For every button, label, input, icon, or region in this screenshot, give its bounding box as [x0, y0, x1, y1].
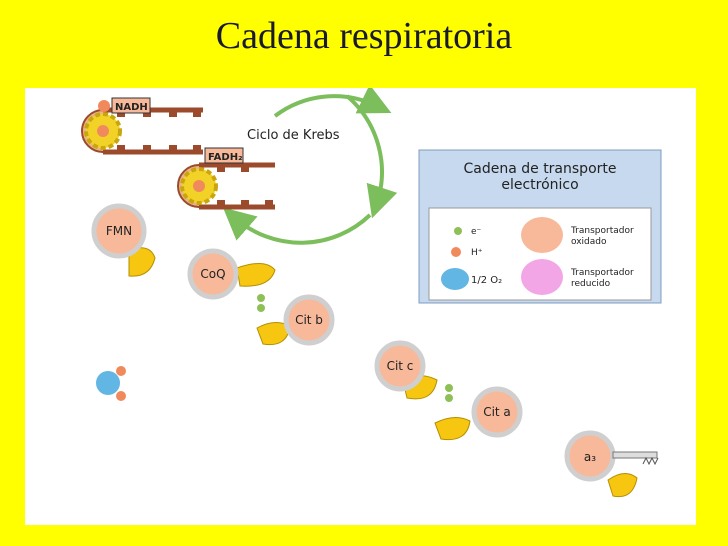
legend-oxidized-line1: Transportador — [570, 226, 634, 236]
a3-label: a₃ — [584, 450, 596, 464]
legend-reduced-line1: Transportador — [570, 268, 634, 278]
oxygen-proton-1 — [116, 366, 126, 376]
krebs-label: Ciclo de Krebs — [247, 128, 340, 143]
cit-a-circle — [471, 386, 523, 438]
a3-carrier: a₃ — [564, 430, 659, 498]
legend-title-line2: electrónico — [501, 177, 578, 193]
nadh-label: NADH — [115, 102, 148, 113]
nadh-track-teeth — [117, 110, 201, 152]
legend-proton-icon — [451, 247, 461, 257]
fmn-label: FMN — [106, 224, 132, 238]
legend-oxygen-icon — [441, 268, 469, 290]
cit-a-pacman — [434, 417, 471, 441]
legend-reduced-line2: reducido — [571, 279, 611, 289]
krebs-arrow-top — [273, 88, 392, 118]
fmn-circle — [91, 203, 147, 259]
legend: Cadena de transporte electrónico e⁻ H⁺ 1… — [418, 149, 662, 304]
coq-electron-2 — [257, 304, 265, 312]
a3-pacman — [607, 473, 638, 498]
nadh-tag — [111, 97, 151, 114]
fadh2-track-teeth — [217, 165, 273, 207]
cit-c-electron-1 — [445, 384, 453, 392]
legend-electron-label: e⁻ — [471, 227, 482, 237]
coq-circle — [187, 248, 239, 300]
nadh-proton — [98, 100, 110, 112]
krebs-cycle: Ciclo de Krebs — [222, 88, 398, 245]
legend-oxidized-icon — [521, 217, 563, 253]
oxygen-atom-icon — [96, 371, 120, 395]
cit-b-label: Cit b — [295, 313, 323, 327]
nadh-gear-center — [97, 125, 109, 137]
a3-rod — [612, 451, 658, 459]
fadh2-label: FADH₂ — [208, 152, 242, 163]
legend-title-line1: Cadena de transporte — [463, 161, 616, 177]
coq-electron-1 — [257, 294, 265, 302]
coq-label: CoQ — [200, 267, 225, 281]
fadh2-complex: FADH₂ — [177, 147, 275, 210]
fadh2-track — [199, 162, 275, 210]
cit-a-carrier: Cit a — [434, 386, 523, 441]
oxygen-molecule — [96, 366, 126, 401]
cit-b-carrier: Cit b — [256, 294, 335, 346]
slide-title: Cadena respiratoria — [215, 15, 513, 57]
coq-pacman — [236, 263, 276, 287]
fadh2-gear-center — [193, 180, 205, 192]
legend-proton-label: H⁺ — [471, 248, 483, 258]
cit-c-electron-2 — [445, 394, 453, 402]
krebs-arrow-right — [345, 94, 398, 219]
oxygen-proton-2 — [116, 391, 126, 401]
cit-a-label: Cit a — [483, 405, 511, 419]
legend-oxidized-line2: oxidado — [571, 237, 607, 247]
coq-carrier: CoQ — [187, 248, 276, 312]
cit-c-carrier: Cit c — [374, 340, 453, 402]
diagram-panel: Ciclo de Krebs NADH FADH₂ Cad — [25, 88, 696, 525]
cit-c-circle — [374, 340, 426, 392]
cit-c-label: Cit c — [387, 359, 414, 373]
a3-spring-icon — [642, 456, 659, 466]
respiratory-chain-diagram: Ciclo de Krebs NADH FADH₂ Cad — [81, 88, 662, 498]
nadh-complex: NADH — [81, 97, 203, 155]
cit-b-circle — [283, 294, 335, 346]
fadh2-tag — [204, 147, 244, 164]
legend-reduced-icon — [521, 259, 563, 295]
legend-oxygen-label: 1/2 O₂ — [471, 275, 502, 286]
fmn-carrier: FMN — [91, 203, 156, 277]
legend-electron-icon — [454, 227, 462, 235]
krebs-arrow-bottom — [222, 207, 372, 245]
